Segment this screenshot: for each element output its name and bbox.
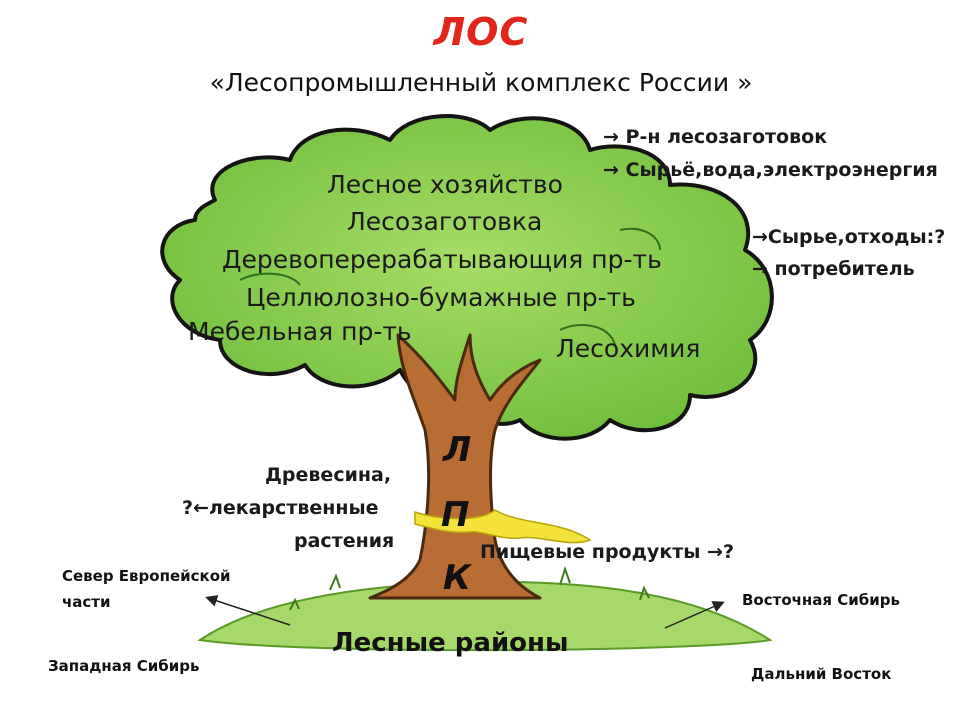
region-north-europe-line1: Север Европейской [62,567,231,585]
note-medicinal: ?←лекарственные [182,497,379,519]
trunk-letter-k: К [443,558,471,598]
note-raw-water-power: → Сырьё,вода,электроэнергия [603,159,938,181]
crown-label-logging: Лесозаготовка [347,207,543,236]
region-west-siberia: Западная Сибирь [48,657,200,675]
crown-label-wood-chemistry: Лесохимия [556,334,701,363]
grass-tufts [289,565,650,611]
region-far-east: Дальний Восток [751,665,892,683]
crown-inner-lines [239,227,661,346]
ground-label-forest-regions: Лесные районы [332,628,569,658]
trunk-letter-l: Л [443,430,472,470]
note-raw-waste: →Сырье,отходы:? [752,226,946,248]
crown-label-forestry: Лесное хозяйство [327,170,563,199]
arrow-east-siberia [664,601,725,629]
diagram-subtitle: «Лесопромышленный комплекс России » [209,68,753,97]
note-logging-area: → Р-н лесозаготовок [603,126,828,148]
arrow-north-europe [205,595,291,626]
diagram-title: ЛОС [433,10,529,54]
tree-trunk [368,333,542,600]
note-food-products: Пищевые продукты →? [480,541,734,563]
crown-label-furniture: Мебельная пр-ть [188,317,412,346]
note-consumer: → потребитель [752,258,915,280]
yellow-ribbon [414,509,592,544]
region-north-europe-line2: части [62,593,111,611]
grass-hill [197,580,773,652]
tree-crown [160,114,774,441]
crown-label-pulp-paper: Целлюлозно-бумажные пр-ть [246,283,636,312]
note-wood: Древесина, [265,464,392,486]
trunk-letter-p: П [441,495,470,535]
note-plants: растения [294,530,395,552]
region-east-siberia: Восточная Сибирь [742,591,900,609]
crown-label-woodworking: Деревоперерабатывающия пр-ть [222,245,662,274]
